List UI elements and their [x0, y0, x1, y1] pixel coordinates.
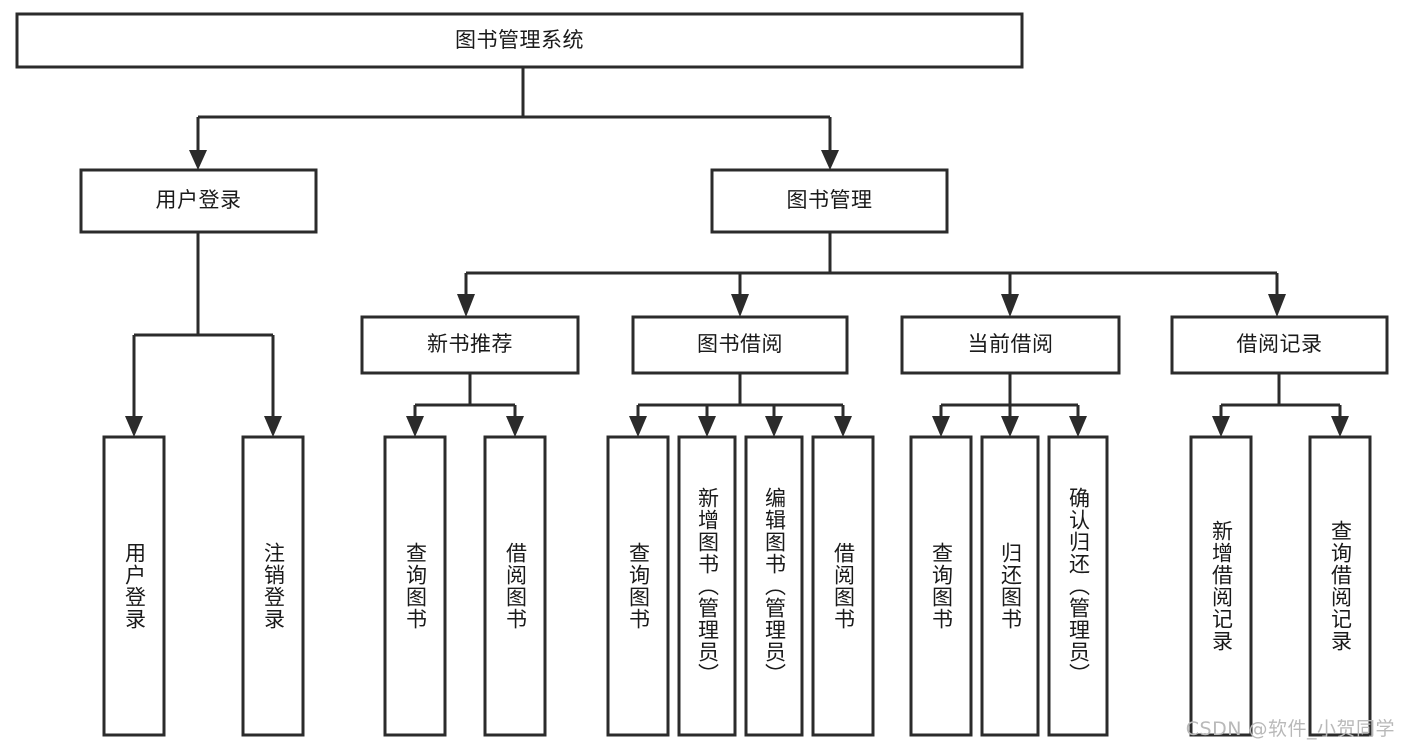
node-box-leaf-3[interactable] — [483, 435, 547, 737]
node-box-leaf-9[interactable] — [980, 435, 1040, 737]
arrow-head-icon — [1001, 416, 1019, 437]
node-box-level2-0[interactable] — [79, 168, 318, 234]
connector-group-currentborrow-to-leaves — [932, 373, 1087, 437]
node-box-leaf-10[interactable] — [1047, 435, 1109, 737]
node-box-level3-0[interactable] — [360, 315, 580, 375]
node-box-level3-1[interactable] — [631, 315, 849, 375]
arrow-head-icon — [1212, 416, 1230, 437]
node-box-leaf-5[interactable] — [677, 435, 737, 737]
arrow-head-icon — [821, 150, 839, 170]
arrow-head-icon — [506, 416, 524, 437]
connector-group-root-to-level2 — [189, 67, 839, 170]
arrow-head-icon — [264, 416, 282, 437]
connector-group-userlogin-to-leaves — [125, 232, 282, 437]
arrow-head-icon — [457, 294, 475, 317]
connector-group-borrowrecord-to-leaves — [1212, 373, 1349, 437]
node-box-leaf-4[interactable] — [606, 435, 670, 737]
arrow-head-icon — [1001, 294, 1019, 317]
arrow-head-icon — [125, 416, 143, 437]
arrow-head-icon — [189, 150, 207, 170]
node-box-leaf-1[interactable] — [241, 435, 305, 737]
node-box-root[interactable] — [15, 12, 1024, 69]
arrow-head-icon — [1268, 294, 1286, 317]
node-box-leaf-8[interactable] — [909, 435, 973, 737]
arrow-head-icon — [834, 416, 852, 437]
node-box-level3-3[interactable] — [1170, 315, 1389, 375]
arrow-head-icon — [698, 416, 716, 437]
node-box-leaf-2[interactable] — [383, 435, 447, 737]
arrow-head-icon — [1331, 416, 1349, 437]
arrow-head-icon — [1069, 416, 1087, 437]
arrow-head-icon — [406, 416, 424, 437]
node-box-leaf-6[interactable] — [744, 435, 804, 737]
node-box-leaf-11[interactable] — [1189, 435, 1253, 737]
connector-group-newbook-to-leaves — [406, 373, 524, 437]
node-box-level2-1[interactable] — [710, 168, 949, 234]
connector-group-borrowbook-to-leaves — [629, 373, 852, 437]
watermark-text: CSDN @软件_小贺同学 — [1185, 718, 1395, 740]
arrow-head-icon — [731, 294, 749, 317]
node-box-leaf-7[interactable] — [811, 435, 875, 737]
connector-group-bookmgmt-to-level3 — [457, 232, 1286, 317]
node-box-level3-2[interactable] — [900, 315, 1121, 375]
node-box-leaf-0[interactable] — [102, 435, 166, 737]
arrow-head-icon — [765, 416, 783, 437]
arrow-head-icon — [932, 416, 950, 437]
arrow-head-icon — [629, 416, 647, 437]
node-box-leaf-12[interactable] — [1308, 435, 1372, 737]
